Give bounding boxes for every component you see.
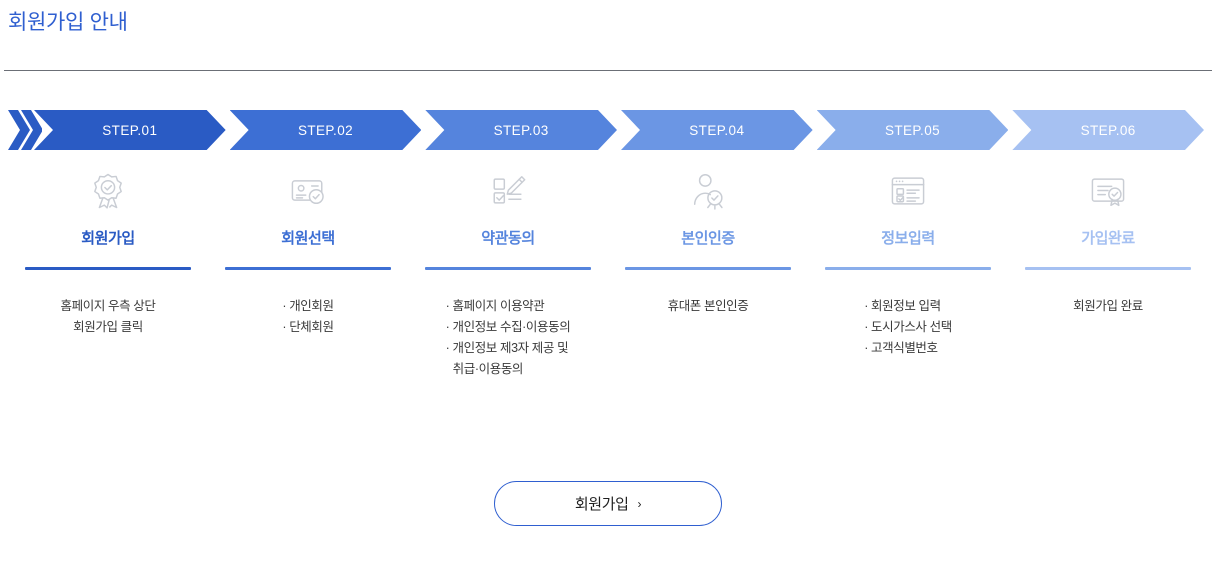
checklist-pen-icon (408, 160, 608, 222)
step-label-2: 회원선택 (281, 230, 335, 247)
description-line: · 홈페이지 이용약관 (445, 299, 545, 313)
title-divider (4, 70, 1212, 71)
step-description-2: · 개인회원 · 단체회원 (282, 296, 334, 338)
person-verified-icon (608, 160, 808, 222)
step-description-5: · 회원정보 입력 · 도시가스사 선택 · 고객식별번호 (864, 296, 952, 359)
signup-button[interactable]: 회원가입 › (494, 481, 722, 526)
step-description-4: 휴대폰 본인인증 (668, 296, 749, 317)
step-badge-label: STEP.03 (493, 122, 549, 138)
step-divider-4 (625, 267, 791, 270)
step-label-3: 약관동의 (481, 230, 535, 247)
step-badge-label: STEP.06 (1080, 122, 1136, 138)
step-badge-5[interactable]: STEP.05 (817, 110, 1009, 150)
step-badge-1[interactable]: STEP.01 (34, 110, 226, 150)
step-description-6: 회원가입 완료 (1073, 296, 1143, 317)
signup-button-label: 회원가입 (574, 496, 629, 513)
description-line: 회원가입 완료 (1073, 299, 1143, 313)
description-line: 홈페이지 우측 상단 (60, 299, 156, 313)
step-description-3: · 홈페이지 이용약관 · 개인정보 수집·이용동의 · 개인정보 제3자 제공 및… (446, 296, 571, 380)
description-line: · 도시가스사 선택 (864, 320, 952, 334)
step-column-3: 약관동의 · 홈페이지 이용약관 · 개인정보 수집·이용동의 · 개인정보 제3자 … (408, 160, 608, 380)
award-ribbon-check-icon (8, 160, 208, 222)
step-badge-2[interactable]: STEP.02 (230, 110, 422, 150)
description-line: · 개인정보 제3자 제공 및 (445, 341, 569, 355)
description-line: 회원가입 클릭 (73, 320, 143, 334)
cta-container: 회원가입 › (0, 481, 1216, 526)
description-line: · 개인정보 수집·이용동의 (445, 320, 571, 334)
double-chevron-accent-icon (8, 110, 42, 150)
step-divider-2 (225, 267, 391, 270)
step-badge-4[interactable]: STEP.04 (621, 110, 813, 150)
step-divider-1 (25, 267, 191, 270)
step-badge-label: STEP.02 (297, 122, 354, 138)
description-line: · 단체회원 (282, 320, 334, 334)
step-badge-3[interactable]: STEP.03 (425, 110, 617, 150)
step-divider-5 (825, 267, 991, 270)
step-label-4: 본인인증 (681, 230, 735, 247)
step-divider-3 (425, 267, 591, 270)
description-line: · 개인회원 (282, 299, 334, 313)
step-label-1: 회원가입 (81, 230, 135, 247)
step-badge-label: STEP.01 (102, 122, 158, 138)
step-progress-bar: STEP.01 STEP.02 STEP.03 STEP.04 STEP.05 STEP.… (8, 110, 1208, 150)
id-card-check-icon (208, 160, 408, 222)
browser-form-icon (808, 160, 1008, 222)
step-label-6: 가입완료 (1081, 230, 1135, 247)
description-line: · 고객식별번호 (864, 341, 938, 355)
step-badge-6[interactable]: STEP.06 (1012, 110, 1204, 150)
step-badge-label: STEP.05 (884, 122, 941, 138)
step-column-2: 회원선택 · 개인회원 · 단체회원 (208, 160, 408, 338)
step-divider-6 (1025, 267, 1191, 270)
page-title: 회원가입 안내 (8, 11, 128, 34)
step-badge-label: STEP.04 (689, 122, 745, 138)
description-line: 취급·이용동의 (452, 362, 524, 376)
step-label-5: 정보입력 (881, 230, 935, 247)
step-column-5: 정보입력 · 회원정보 입력 · 도시가스사 선택 · 고객식별번호 (808, 160, 1008, 359)
description-line: · 회원정보 입력 (864, 299, 941, 313)
certificate-seal-icon (1008, 160, 1208, 222)
description-line: 휴대폰 본인인증 (667, 299, 749, 313)
chevron-right-icon: › (637, 496, 642, 511)
